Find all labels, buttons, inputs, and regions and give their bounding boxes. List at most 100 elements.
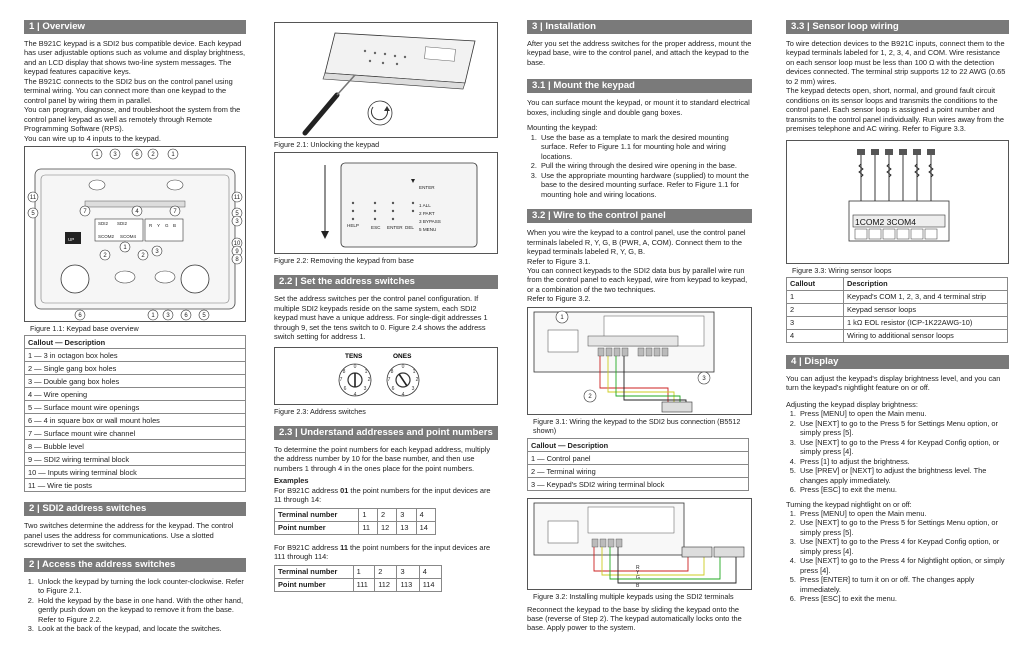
table-cell: 11 bbox=[358, 520, 378, 535]
table-row: 11 — Wire tie posts bbox=[24, 478, 246, 493]
overview-para: You can program, diagnose, and troublesh… bbox=[24, 105, 241, 134]
table-cell: 1 kΩ EOL resistor (ICP-1K22AWG-10) bbox=[843, 315, 1008, 330]
board-label: UP bbox=[68, 237, 74, 242]
list-item: Use [PREV] or [NEXT] to adjust the brigh… bbox=[798, 466, 1009, 485]
table-cell: 1 bbox=[352, 564, 376, 579]
wire-para: Refer to Figure 3.2. bbox=[527, 294, 591, 304]
table-cell: 1 bbox=[786, 289, 844, 304]
brightness-steps: Press [MENU] to open the Main menu. Use … bbox=[786, 409, 1009, 494]
figure-multiple-keypads: R Y G B bbox=[527, 498, 752, 591]
table-cell: 114 bbox=[418, 577, 443, 592]
table-cell: 111 bbox=[352, 577, 376, 592]
figure-keypad-base: 1 3 6 2 1 11 5 11 5 3 10 9 8 7 4 7 2 1 2… bbox=[24, 146, 246, 323]
callout: 2 bbox=[151, 152, 155, 158]
access-heading: 2 | Access the address switches bbox=[24, 557, 246, 572]
callout: 1 bbox=[171, 152, 175, 158]
table-cell: 2 bbox=[786, 302, 844, 317]
list-item: Hold the keypad by the base in one hand.… bbox=[36, 596, 246, 624]
understand-para: To determine the point numbers for each … bbox=[274, 445, 491, 473]
table-row: 2 — Terminal wiring bbox=[527, 464, 749, 479]
list-item: Use [NEXT] to go to the Press 4 for Keyp… bbox=[798, 537, 1009, 556]
list-item: Use [NEXT] to go to the Press 4 for Nigh… bbox=[798, 556, 1009, 575]
wire-label: G bbox=[636, 575, 640, 581]
ones-label: ONES bbox=[393, 353, 412, 360]
understand-heading: 2.3 | Understand addresses and point num… bbox=[274, 426, 498, 440]
table-row: 2 — Single gang box holes bbox=[24, 361, 246, 376]
text-span: For B921C address bbox=[274, 485, 341, 495]
key-label: HELP bbox=[347, 223, 359, 228]
list-item: Press [ESC] to exit the menu. bbox=[798, 485, 1009, 494]
column-3: 3 | Installation After you set the addre… bbox=[527, 20, 752, 633]
key-label: DEL bbox=[405, 225, 414, 230]
callout: 6 bbox=[184, 313, 188, 319]
table-cell: 14 bbox=[415, 520, 437, 535]
callout: 11 bbox=[234, 195, 241, 201]
svg-text:7: 7 bbox=[340, 377, 343, 383]
brightness-label: Adjusting the keypad display brightness: bbox=[786, 399, 918, 409]
callout: 4 bbox=[135, 209, 139, 215]
figure-caption: Figure 1.1: Keypad base overview bbox=[30, 324, 139, 334]
examples-label: Examples bbox=[274, 476, 309, 486]
terminal-strip-label: 1COM2 3COM4 bbox=[855, 217, 916, 227]
callout: 5 bbox=[31, 211, 35, 217]
svg-text:1: 1 bbox=[365, 369, 368, 375]
overview-para: The B921C connects to the SDI2 bus on th… bbox=[24, 76, 233, 105]
example-1-table: Terminal number 1 2 3 4 Point number 11 … bbox=[273, 507, 437, 535]
callout: 7 bbox=[83, 209, 87, 215]
board-label: SCOM4 bbox=[120, 234, 137, 239]
svg-text:6: 6 bbox=[344, 386, 347, 392]
column-2: Figure 2.1: Unlocking the keypad 1 ALL 2… bbox=[273, 22, 498, 592]
callout: 3 bbox=[113, 152, 117, 158]
list-item: Use [NEXT] to go to the Press 4 for Keyp… bbox=[798, 438, 1009, 457]
table-row: 3 — Double gang box holes bbox=[24, 374, 246, 389]
wire-label: Y bbox=[636, 570, 640, 576]
access-steps: Unlock the keypad by turning the lock co… bbox=[24, 577, 246, 634]
table-row: 9 — SDI2 wiring terminal block bbox=[24, 452, 246, 467]
mount-heading: 3.1 | Mount the keypad bbox=[527, 79, 752, 94]
callout: 7 bbox=[173, 209, 177, 215]
list-item: Use [NEXT] to go to the Press 5 for Sett… bbox=[798, 419, 1009, 438]
board-label: SCOM2 bbox=[98, 234, 115, 239]
installation-heading: 3 | Installation bbox=[527, 20, 752, 34]
callout: 5 bbox=[202, 313, 206, 319]
table-cell: 2 bbox=[374, 564, 398, 579]
table-cell: 13 bbox=[396, 520, 417, 535]
table-row: 10 — Inputs wiring terminal block bbox=[24, 465, 246, 480]
svg-text:0: 0 bbox=[402, 364, 405, 370]
table-cell: 112 bbox=[374, 577, 398, 592]
callout: 1 bbox=[560, 315, 564, 321]
table-header: Callout — Description bbox=[24, 335, 246, 350]
key-label: 1 ALL bbox=[419, 203, 431, 208]
table-cell: Point number bbox=[273, 520, 360, 535]
table-cell: 113 bbox=[396, 577, 420, 592]
figure-caption: Figure 3.2: Installing multiple keypads … bbox=[533, 592, 734, 602]
svg-text:0: 0 bbox=[354, 364, 357, 370]
board-label: SDI2 bbox=[98, 221, 109, 226]
callout: 2 bbox=[103, 253, 107, 259]
mount-steps: Use the base as a template to mark the d… bbox=[527, 133, 752, 199]
reconnect-para: Reconnect the keypad to the base by slid… bbox=[527, 604, 742, 633]
svg-text:2: 2 bbox=[416, 377, 419, 383]
callout: 3 bbox=[702, 376, 706, 382]
callout: 1 bbox=[151, 313, 155, 319]
table-cell: 12 bbox=[376, 520, 398, 535]
callout: 6 bbox=[78, 313, 82, 319]
figure-caption: Figure 3.3: Wiring sensor loops bbox=[792, 265, 892, 275]
callout: 9 bbox=[235, 249, 239, 255]
svg-text:6: 6 bbox=[392, 386, 395, 392]
callout: 8 bbox=[235, 257, 239, 263]
table-row: 4 — Wire opening bbox=[24, 387, 246, 402]
column-1: 1 | Overview The B921C keypad is a SDI2 … bbox=[24, 20, 246, 634]
table-cell: 3 bbox=[396, 564, 420, 579]
list-item: Press [MENU] to open the Main menu. bbox=[798, 509, 1009, 518]
table-cell: Keypad's COM 1, 2, 3, and 4 terminal str… bbox=[843, 289, 1008, 304]
callout-table: Callout — Description 1 — 3 in octagon b… bbox=[24, 335, 246, 493]
address-value: 01 bbox=[340, 485, 349, 495]
board-label: B bbox=[173, 223, 176, 228]
overview-para: You can wire up to 4 inputs to the keypa… bbox=[24, 133, 161, 143]
table-row: 1 — 3 in octagon box holes bbox=[24, 348, 246, 363]
wire-label: R bbox=[636, 565, 640, 571]
board-label: SDI2 bbox=[117, 221, 128, 226]
figure-wiring-sdi2: 1 2 3 bbox=[527, 306, 752, 415]
example-2-text: For B921C address 11 the point numbers f… bbox=[274, 543, 498, 562]
